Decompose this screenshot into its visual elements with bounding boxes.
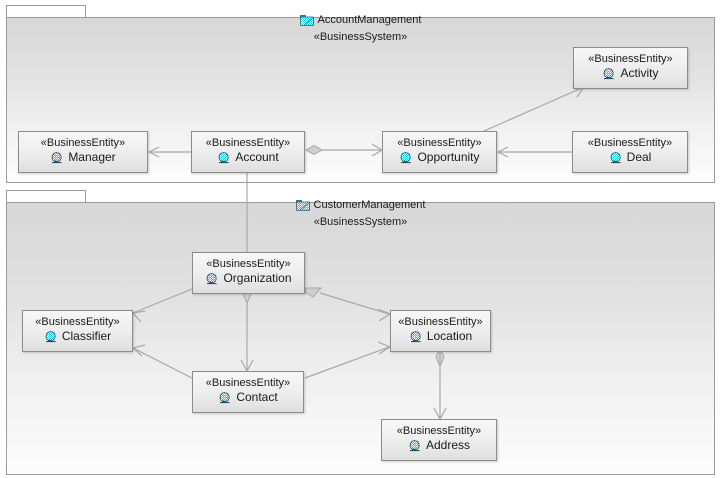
node-label: Classifier [61,329,112,343]
business-entity-icon [44,330,58,344]
business-entity-icon [50,151,64,165]
node-activity[interactable]: «BusinessEntity» Activity [573,47,688,89]
business-entity-icon [602,67,616,81]
node-label: Activity [620,66,659,80]
node-classifier[interactable]: «BusinessEntity» Classifier [22,310,133,352]
node-label: Deal [626,150,652,164]
node-location[interactable]: «BusinessEntity» Location [390,310,491,352]
business-entity-icon [609,151,623,165]
node-label: Account [235,150,279,164]
node-stereotype: «BusinessEntity» [205,137,291,149]
node-stereotype: «BusinessEntity» [206,258,291,270]
business-entity-icon [409,330,423,344]
business-entity-icon [408,439,422,453]
node-label: Contact [236,390,278,404]
node-label: Address [425,438,471,452]
node-organization[interactable]: «BusinessEntity» Organization [192,252,305,294]
node-stereotype: «BusinessEntity» [398,316,483,328]
node-stereotype: «BusinessEntity» [205,377,291,389]
node-opportunity[interactable]: «BusinessEntity» Opportunity [382,131,497,173]
node-stereotype: «BusinessEntity» [396,425,482,437]
node-contact[interactable]: «BusinessEntity» Contact [192,371,304,413]
business-entity-icon [205,272,219,286]
package-tab [6,190,86,203]
business-entity-icon [218,391,232,405]
node-deal[interactable]: «BusinessEntity» Deal [572,131,688,173]
node-stereotype: «BusinessEntity» [35,316,120,328]
node-stereotype: «BusinessEntity» [587,137,673,149]
business-entity-icon [399,151,413,165]
node-label: Opportunity [417,150,480,164]
business-entity-icon [217,151,231,165]
node-address[interactable]: «BusinessEntity» Address [381,419,497,461]
node-stereotype: «BusinessEntity» [588,53,673,65]
node-manager[interactable]: «BusinessEntity» Manager [18,131,148,173]
node-stereotype: «BusinessEntity» [397,137,482,149]
node-account[interactable]: «BusinessEntity» Account [191,131,305,173]
node-label: Manager [68,150,116,164]
node-label: Organization [223,271,292,285]
node-label: Location [426,329,473,343]
package-tab [6,5,86,18]
node-stereotype: «BusinessEntity» [40,137,126,149]
